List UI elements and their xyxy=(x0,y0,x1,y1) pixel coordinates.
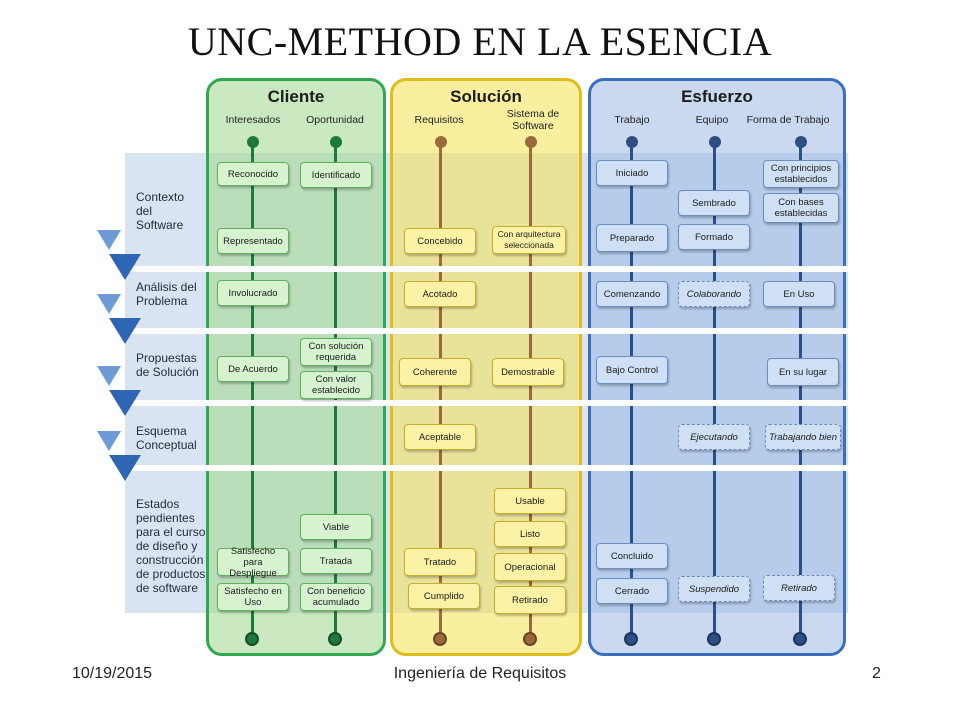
state-involucrado: Involucrado xyxy=(217,280,289,306)
row-separator xyxy=(125,465,848,471)
state-satisfecho-despliegue: Satisfecho para Despliegue xyxy=(217,546,289,579)
state-operacional: Operacional xyxy=(494,553,566,581)
row-label-pendientes: Estados pendientes para el curso de dise… xyxy=(136,497,206,595)
footer-center-text: Ingeniería de Requisitos xyxy=(393,665,567,682)
colhead-oportunidad: Oportunidad xyxy=(306,114,364,126)
row-marker-triangle xyxy=(97,294,141,344)
row-marker-triangle xyxy=(97,431,141,481)
lifeline-interesados xyxy=(251,142,254,638)
state-acotado: Acotado xyxy=(404,281,476,307)
state-colaborando: Colaborando xyxy=(678,281,750,307)
slide-title: UNC-METHOD EN LA ESENCIA xyxy=(187,19,773,64)
state-cerrado: Cerrado xyxy=(596,578,668,604)
state-ejecutando: Ejecutando xyxy=(678,424,750,450)
row-separator xyxy=(125,328,848,334)
lifeline-forma xyxy=(799,142,802,638)
state-tratada: Tratada xyxy=(300,548,372,574)
start-dot-requisitos xyxy=(435,136,447,148)
lifeline-equipo xyxy=(713,142,716,638)
panel-title-cliente: Cliente xyxy=(267,87,325,106)
state-listo: Listo xyxy=(494,521,566,547)
start-dot-forma xyxy=(795,136,807,148)
colhead-forma: Forma de Trabajo xyxy=(746,114,830,126)
state-retirado-sistema: Retirado xyxy=(494,586,566,614)
colhead-equipo: Equipo xyxy=(695,114,729,126)
state-en-su-lugar: En su lugar xyxy=(767,358,839,386)
state-iniciado: Iniciado xyxy=(596,160,668,186)
state-formado: Formado xyxy=(678,224,750,250)
state-identificado: Identificado xyxy=(300,162,372,188)
end-dot-trabajo xyxy=(624,632,638,646)
end-dot-interesados xyxy=(245,632,259,646)
state-demostrable: Demostrable xyxy=(492,358,564,386)
row-label-propuestas: Propuestas de Solución xyxy=(136,351,199,379)
panel-title-esfuerzo: Esfuerzo xyxy=(681,87,753,106)
end-dot-sistema xyxy=(523,632,537,646)
state-aceptable: Aceptable xyxy=(404,424,476,450)
state-representado: Representado xyxy=(217,228,289,254)
row-label-esquema: Esquema Conceptual xyxy=(136,424,197,452)
start-dot-sistema xyxy=(525,136,537,148)
row-separator xyxy=(125,266,848,272)
panel-title-solucion: Solución xyxy=(450,87,522,106)
row-marker-triangle xyxy=(97,366,141,416)
state-sembrado: Sembrado xyxy=(678,190,750,216)
colhead-sistema: Sistema de Software xyxy=(506,108,560,132)
state-reconocido: Reconocido xyxy=(217,162,289,186)
state-cumplido: Cumplido xyxy=(408,583,480,609)
state-con-solucion-requerida: Con solución requerida xyxy=(300,338,372,366)
state-retirado-forma: Retirado xyxy=(763,575,835,601)
state-tratado: Tratado xyxy=(404,548,476,576)
footer-page-number: 2 xyxy=(872,665,881,682)
row-label-contexto: Contexto del Software xyxy=(136,190,185,232)
state-concebido: Concebido xyxy=(404,228,476,254)
end-dot-forma xyxy=(793,632,807,646)
row-label-analisis: Análisis del Problema xyxy=(136,280,197,308)
state-viable: Viable xyxy=(300,514,372,540)
state-satisfecho-uso: Satisfecho en Uso xyxy=(217,583,289,611)
colhead-interesados: Interesados xyxy=(225,114,281,126)
colhead-trabajo: Trabajo xyxy=(614,114,650,126)
state-bajo-control: Bajo Control xyxy=(596,356,668,384)
state-usable: Usable xyxy=(494,488,566,514)
state-con-valor-establecido: Con valor establecido xyxy=(300,371,372,399)
state-suspendido: Suspendido xyxy=(678,576,750,602)
state-con-bases: Con bases establecidas xyxy=(763,193,839,223)
lifeline-requisitos xyxy=(439,142,442,638)
row-marker-triangle xyxy=(97,230,141,280)
state-en-uso: En Uso xyxy=(763,281,835,307)
row-separator xyxy=(125,400,848,406)
state-coherente: Coherente xyxy=(399,358,471,386)
lifeline-sistema xyxy=(529,142,532,638)
end-dot-oportunidad xyxy=(328,632,342,646)
start-dot-equipo xyxy=(709,136,721,148)
lifeline-trabajo xyxy=(630,142,633,638)
state-con-arquitectura: Con arquitectura seleccionada xyxy=(492,226,566,254)
state-con-beneficio-acumulado: Con beneficio acumulado xyxy=(300,583,372,611)
state-preparado: Preparado xyxy=(596,224,668,252)
state-comenzando: Comenzando xyxy=(596,281,668,307)
colhead-requisitos: Requisitos xyxy=(414,114,464,126)
end-dot-equipo xyxy=(707,632,721,646)
footer-date: 10/19/2015 xyxy=(72,665,153,682)
start-dot-interesados xyxy=(247,136,259,148)
end-dot-requisitos xyxy=(433,632,447,646)
state-con-principios: Con principios establecidos xyxy=(763,160,839,188)
start-dot-trabajo xyxy=(626,136,638,148)
state-trabajando-bien: Trabajando bien xyxy=(765,424,841,450)
state-concluido: Concluido xyxy=(596,543,668,569)
start-dot-oportunidad xyxy=(330,136,342,148)
state-de-acuerdo: De Acuerdo xyxy=(217,356,289,382)
